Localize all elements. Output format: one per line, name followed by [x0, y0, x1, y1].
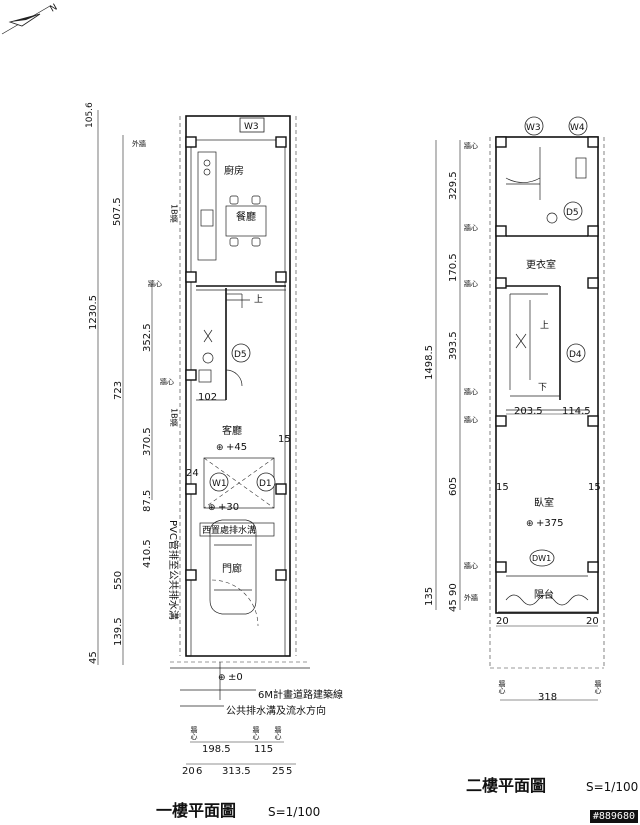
- label-center-2: 牆心: [160, 377, 174, 386]
- floor2-scale: S=1/100: [586, 780, 638, 794]
- center-label-6: 牆心: [464, 561, 478, 570]
- dim-left-45: 45: [88, 651, 99, 664]
- tag-d4: D4: [569, 350, 582, 360]
- room-dining: 餐廳: [236, 210, 256, 223]
- dim2-left-45: 45: [448, 599, 459, 612]
- label-stair-up-2: 上: [540, 320, 549, 331]
- dim2-inner-15-left: 15: [496, 482, 509, 493]
- dim-bottom-198-5: 198.5: [202, 744, 231, 755]
- north-arrow-icon: N: [1, 3, 60, 35]
- dim-left-370-5: 370.5: [142, 427, 153, 456]
- bottom-label-center-2: 牆心: [252, 725, 260, 740]
- level-porch: +30: [218, 502, 239, 513]
- dim-left-87-5: 87.5: [142, 490, 153, 512]
- dim-left-139-5: 139.5: [113, 617, 124, 646]
- level-symbol-icon: ⊕: [526, 519, 534, 529]
- dim-inner-15: 15: [278, 434, 291, 445]
- dim2-left-135: 135: [424, 587, 435, 606]
- dim-bottom-313-5: 313.5: [222, 766, 251, 777]
- label-drain-direction: 公共排水溝及流水方向: [226, 704, 326, 717]
- dim2-inner-203-5: 203.5: [514, 406, 543, 417]
- label-road-line: 6M計畫道路建築線: [258, 688, 343, 701]
- tag-w3-2: W3: [526, 123, 541, 133]
- level-bedroom: +375: [536, 518, 563, 529]
- tag-d5: D5: [234, 350, 247, 360]
- dim2-bottom-20-left: 20: [496, 616, 509, 627]
- level-living: +45: [226, 442, 247, 453]
- floor2-title: 二樓平面圖: [466, 776, 546, 795]
- bottom-label-center-3: 牆心: [274, 725, 282, 740]
- bottom2-label-center-1: 牆心: [498, 679, 506, 694]
- center-label-2: 牆心: [464, 223, 478, 232]
- dim2-inner-15-right: 15: [588, 482, 601, 493]
- room-yard: 西置處排水溝: [202, 524, 256, 536]
- dim-bottom-115: 115: [254, 744, 273, 755]
- floor1-title: 一樓平面圖: [156, 801, 236, 820]
- dim-bottom-20: 20: [182, 766, 195, 777]
- center-label-1: 牆心: [464, 141, 478, 150]
- dim-left-550: 550: [113, 571, 124, 590]
- dim2-inner-114-5: 114.5: [562, 406, 591, 417]
- north-label: N: [49, 3, 60, 15]
- dim-left-723: 723: [113, 381, 124, 400]
- label-stair-down-2: 下: [538, 383, 547, 393]
- dim-bottom-25: 25: [272, 766, 285, 777]
- room-closet: 更衣室: [526, 258, 556, 271]
- dim-left-410-5: 410.5: [142, 539, 153, 568]
- center-label-4: 牆心: [464, 387, 478, 396]
- dim2-bottom-20-right: 20: [586, 616, 599, 627]
- floor2-plan: 更衣室 臥室 陽台 ⊕ +375 上 下 外牆 W3 W4 D5 D4 DW1 …: [424, 116, 638, 795]
- floor1-scale: S=1/100: [268, 805, 320, 819]
- room-bedroom: 臥室: [534, 496, 554, 509]
- center-label-3: 牆心: [464, 279, 478, 288]
- dim2-bottom-318: 318: [538, 692, 557, 703]
- dim2-left-90: 90: [448, 583, 459, 596]
- center-label-5: 牆心: [464, 415, 478, 424]
- label-drain-note: PVC管排至公共排水溝: [167, 520, 180, 620]
- tag-w1: W1: [212, 479, 227, 489]
- label-outer-wall-2: 外牆: [464, 593, 478, 602]
- dim2-left-170-5: 170.5: [448, 253, 459, 282]
- level-road: ±0: [228, 672, 243, 683]
- dim-bottom-6: 6: [196, 766, 202, 777]
- bottom-label-center-1: 牆心: [190, 725, 198, 740]
- label-b-wall-2: 1B牆: [170, 408, 179, 428]
- level-symbol-icon: ⊕: [218, 673, 226, 683]
- tag-d1: D1: [259, 479, 272, 489]
- dim2-left-329-5: 329.5: [448, 171, 459, 200]
- bottom2-label-center-2: 牆心: [594, 679, 602, 694]
- dim-left-507-5: 507.5: [112, 197, 123, 226]
- dim-inner-24: 24: [186, 468, 199, 479]
- dim2-left-393-5: 393.5: [448, 331, 459, 360]
- label-stair-up: 上: [254, 294, 263, 305]
- dim-inner-102: 102: [198, 392, 217, 403]
- dim-bottom-5: 5: [286, 766, 292, 777]
- dim2-left-1498-5: 1498.5: [424, 345, 435, 380]
- dim2-left-605: 605: [448, 477, 459, 496]
- room-porch: 門廊: [222, 562, 242, 575]
- level-symbol-icon: ⊕: [216, 443, 224, 453]
- room-balcony: 陽台: [534, 588, 554, 601]
- dim-left-352-5: 352.5: [142, 323, 153, 352]
- room-living: 客廳: [222, 424, 242, 437]
- watermark-badge: #889680: [589, 810, 638, 823]
- tag-w4: W4: [570, 123, 585, 133]
- label-outer-wall: 外牆: [132, 139, 146, 148]
- label-center-1: 牆心: [148, 279, 162, 288]
- dim-left-1230-5: 1230.5: [88, 295, 99, 330]
- label-b-wall-1: 1B牆: [170, 204, 179, 224]
- level-symbol-icon: ⊕: [208, 503, 216, 513]
- dim-left-105-6: 105.6: [85, 102, 95, 128]
- floor1-plan: 廚房 餐廳 客廳 門廊 西置處排水溝 ⊕ +45 ⊕ +30 ⊕ ±0 W3 D…: [85, 102, 343, 820]
- tag-w3: W3: [244, 122, 259, 132]
- room-kitchen: 廚房: [224, 164, 244, 177]
- tag-dw1: DW1: [532, 554, 551, 563]
- tag-d5-2: D5: [566, 208, 579, 218]
